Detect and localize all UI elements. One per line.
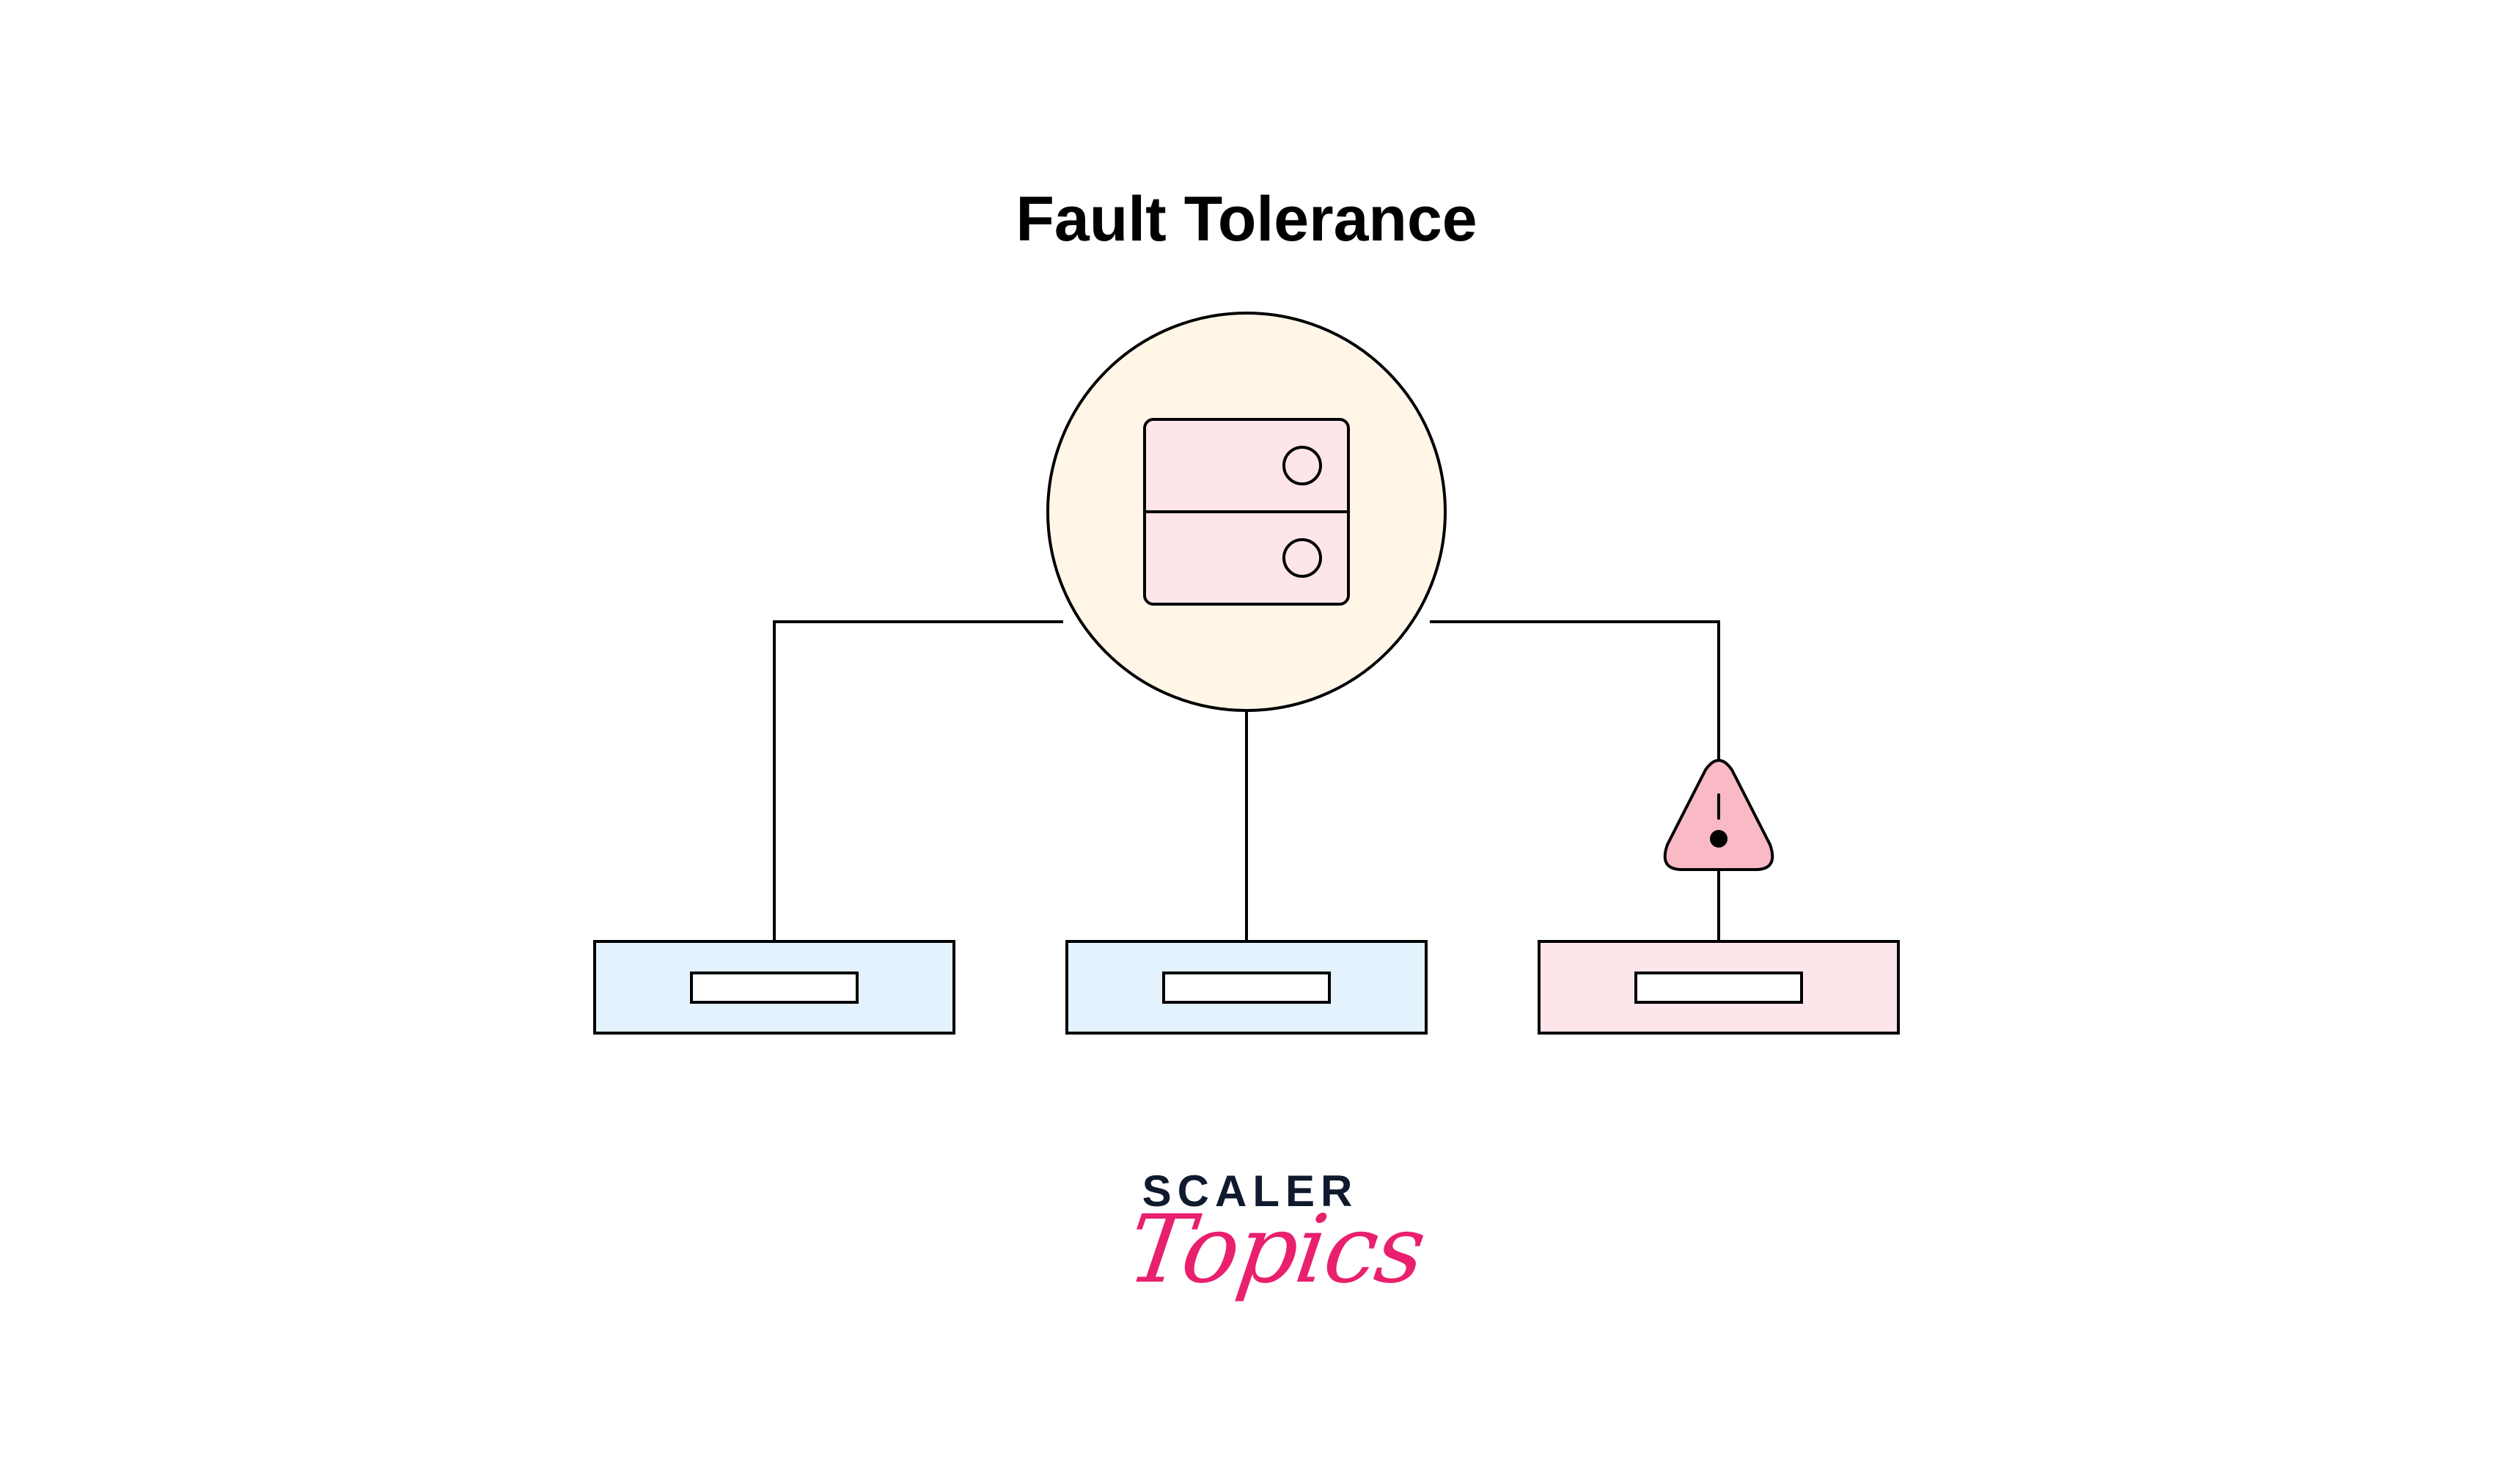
connector-node-3-upper (1430, 620, 1720, 763)
diagram-title: Fault Tolerance (1016, 184, 1477, 254)
warning-icon (1663, 759, 1774, 871)
node-2 (1065, 940, 1428, 1035)
server-drive-indicator (1282, 538, 1322, 578)
node-slot (1162, 971, 1331, 1004)
server-drive-indicator (1282, 446, 1322, 485)
connector-node-1 (773, 620, 1063, 941)
logo-topics-text: Topics (1121, 1195, 1431, 1304)
node-3 (1538, 940, 1900, 1035)
node-1 (593, 940, 955, 1035)
node-slot (690, 971, 859, 1004)
connectors (773, 620, 1720, 941)
server-node (1046, 312, 1447, 712)
logo-scaler-text: SCALER (1142, 1167, 1359, 1216)
node-slot (1634, 971, 1803, 1004)
scaler-topics-logo: SCALER Topics (1122, 1166, 1431, 1356)
server-icon (1143, 418, 1350, 606)
warning-exclamation-dot (1710, 830, 1728, 848)
